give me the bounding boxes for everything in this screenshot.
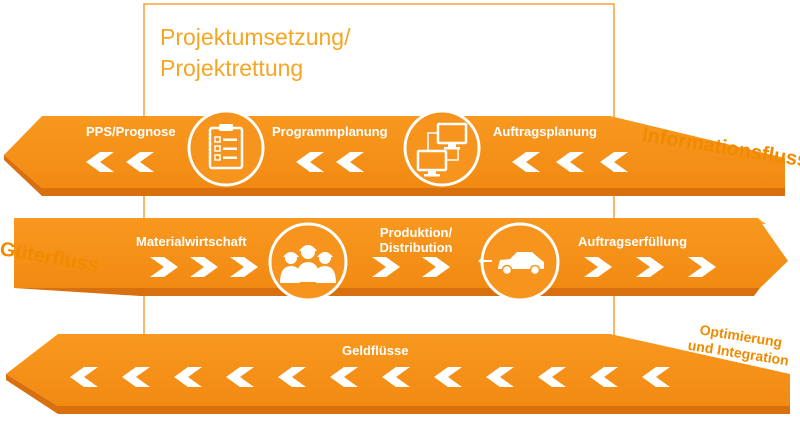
label-pps-prognose: PPS/Prognose (86, 124, 176, 139)
clipboard-checklist-icon (187, 109, 265, 187)
chevron-right-icon (584, 257, 612, 277)
chevron-left-icon (226, 367, 254, 387)
chevron-left-icon (122, 367, 150, 387)
project-box-title-line1: Projektumsetzung/ (160, 24, 351, 50)
chevron-left-icon (174, 367, 202, 387)
chevron-left-icon (556, 152, 584, 172)
label-auftragsplanung: Auftragsplanung (493, 124, 597, 139)
band-info-bottom (4, 155, 785, 196)
chevron-left-icon (538, 367, 566, 387)
chevron-left-icon (600, 152, 628, 172)
label-produktion-distribution: Produktion/ Distribution (375, 225, 457, 255)
label-programmplanung: Programmplanung (272, 124, 388, 139)
band-goods-chevrons (150, 257, 716, 277)
chevron-left-icon (642, 367, 670, 387)
chevron-left-icon (126, 152, 154, 172)
chevron-left-icon (382, 367, 410, 387)
chevron-right-icon (150, 257, 178, 277)
chevron-left-icon (70, 367, 98, 387)
chevron-left-icon (86, 152, 114, 172)
chevron-right-icon (688, 257, 716, 277)
band-money-chevrons (70, 367, 670, 387)
band-info-chevrons (86, 152, 628, 172)
chevron-left-icon (336, 152, 364, 172)
band-goods-bottom (14, 288, 760, 296)
label-auftragserfuellung: Auftragserfüllung (578, 234, 688, 249)
chevron-left-icon (278, 367, 306, 387)
worker-team-icon (268, 222, 348, 302)
chevron-right-icon (372, 257, 400, 277)
chevron-right-icon (190, 257, 218, 277)
band-money-bottom (6, 374, 790, 414)
chevron-right-icon (422, 257, 450, 277)
project-box-title-line2: Projektrettung (160, 55, 304, 81)
chevron-right-icon (230, 257, 258, 277)
label-distribution: Distribution (379, 240, 453, 255)
label-materialwirtschaft: Materialwirtschaft (136, 234, 247, 249)
car-delivery-icon (478, 222, 560, 302)
computer-network-icon (403, 109, 481, 187)
chevron-left-icon (486, 367, 514, 387)
label-geldfluesse: Geldflüsse (342, 343, 409, 358)
chevron-left-icon (296, 152, 324, 172)
chevron-left-icon (512, 152, 540, 172)
chevron-left-icon (434, 367, 462, 387)
chevron-left-icon (330, 367, 358, 387)
chevron-right-icon (636, 257, 664, 277)
label-produktion: Produktion/ (379, 225, 453, 240)
project-box-title: Projektumsetzung/ Projektrettung (160, 22, 350, 84)
chevron-left-icon (590, 367, 618, 387)
